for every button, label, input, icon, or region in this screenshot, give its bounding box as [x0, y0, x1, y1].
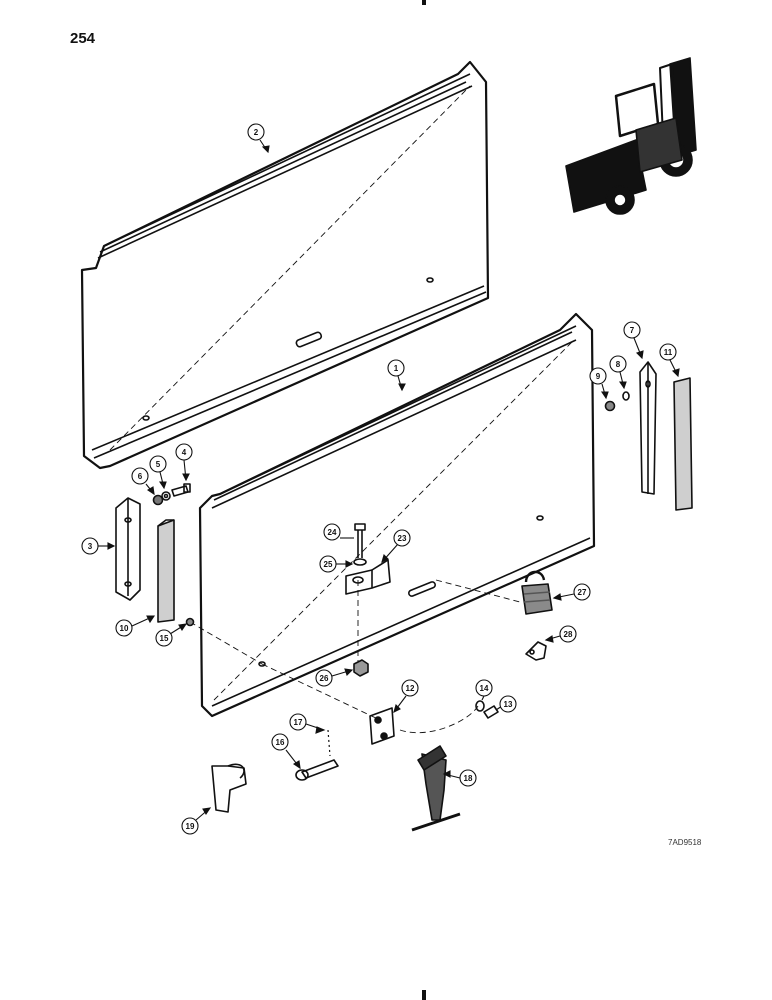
svg-text:25: 25: [324, 560, 333, 569]
svg-text:2: 2: [254, 128, 259, 137]
callout-13: 13: [495, 695, 517, 713]
bolt-24: [354, 523, 366, 558]
callout-6: 6: [131, 467, 155, 496]
washer-8: [622, 391, 630, 401]
washer-5: [161, 491, 171, 501]
forklift-tractor-illustration: [565, 57, 697, 215]
callout-3: 3: [81, 537, 116, 555]
callout-12: 12: [393, 679, 419, 714]
callout-9: 9: [589, 367, 609, 400]
latch-handle-18: [411, 745, 461, 832]
svg-text:12: 12: [406, 684, 415, 693]
washer-25: [353, 558, 367, 566]
left-seal-strip: [157, 519, 175, 623]
right-channel-bracket: [639, 361, 657, 495]
bolt-13: [483, 705, 499, 719]
svg-text:1: 1: [394, 364, 399, 373]
callout-5: 5: [149, 455, 167, 490]
callout-25: 25: [319, 555, 354, 573]
top-registration-mark: [422, 0, 426, 5]
svg-text:10: 10: [120, 624, 129, 633]
callout-17: 17: [289, 713, 326, 734]
svg-text:11: 11: [664, 348, 673, 357]
callout-18: 18: [442, 769, 477, 787]
lower-side-panel: [198, 312, 596, 718]
svg-text:27: 27: [578, 588, 587, 597]
callout-24: 24: [323, 523, 354, 541]
callout-10: 10: [115, 615, 156, 637]
callout-2: 2: [247, 123, 270, 154]
svg-text:4: 4: [182, 448, 187, 457]
callout-15: 15: [155, 623, 188, 647]
svg-text:9: 9: [596, 372, 601, 381]
callout-11: 11: [659, 343, 680, 378]
pin-16: [295, 759, 339, 781]
callout-26: 26: [315, 668, 354, 687]
pin-17: [327, 729, 331, 757]
bolt-4: [171, 483, 191, 497]
svg-text:15: 15: [160, 634, 169, 643]
right-seal-strip: [673, 377, 693, 511]
callout-27: 27: [552, 583, 591, 601]
callout-14: 14: [475, 679, 493, 701]
svg-text:26: 26: [320, 674, 329, 683]
svg-text:17: 17: [294, 718, 303, 727]
upper-side-panel: [80, 60, 490, 470]
svg-text:14: 14: [480, 684, 489, 693]
callout-7: 7: [623, 321, 644, 360]
washer-14: [475, 700, 485, 712]
svg-text:23: 23: [398, 534, 407, 543]
page-number: 254: [70, 30, 96, 47]
callout-1: 1: [387, 359, 406, 392]
svg-text:13: 13: [504, 700, 513, 709]
svg-text:7: 7: [630, 326, 635, 335]
figure-code: 7AD9518: [668, 838, 702, 847]
hinge-12: [369, 707, 395, 745]
svg-text:16: 16: [276, 738, 285, 747]
padlock-27: [521, 570, 553, 615]
svg-text:8: 8: [616, 360, 621, 369]
callout-4: 4: [175, 443, 193, 482]
bottom-registration-mark: [422, 990, 426, 1000]
svg-text:24: 24: [328, 528, 337, 537]
key-28: [525, 641, 547, 661]
hinge-bracket-23: [345, 559, 391, 595]
svg-text:19: 19: [186, 822, 195, 831]
svg-text:6: 6: [138, 472, 143, 481]
nut-26: [353, 659, 369, 677]
callout-19: 19: [181, 807, 212, 835]
assembly-lines: [189, 579, 521, 734]
callout-8: 8: [609, 355, 627, 390]
callout-16: 16: [271, 733, 301, 770]
hook-bracket-19: [211, 763, 247, 813]
nut-9: [604, 400, 616, 412]
svg-text:28: 28: [564, 630, 573, 639]
svg-text:5: 5: [156, 460, 161, 469]
nut-6: [152, 494, 164, 506]
left-channel-bracket: [115, 497, 141, 601]
svg-text:3: 3: [88, 542, 93, 551]
svg-text:18: 18: [464, 774, 473, 783]
nut-15: [185, 617, 195, 627]
callout-23: 23: [381, 529, 411, 564]
callout-28: 28: [544, 625, 577, 643]
